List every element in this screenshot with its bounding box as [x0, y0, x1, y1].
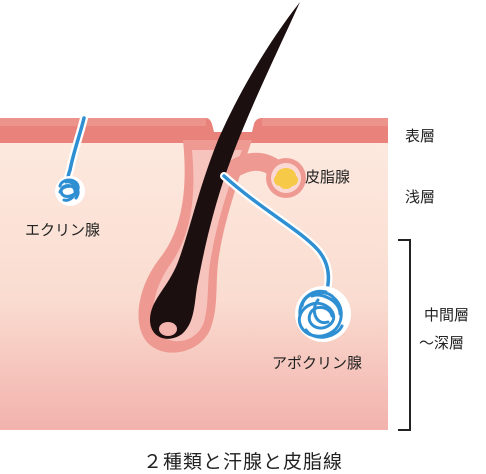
apocrine-duct — [222, 174, 331, 296]
apocrine-coil — [295, 286, 351, 342]
apocrine-gland-label: アポクリン腺 — [272, 354, 363, 372]
epidermis-highlight — [0, 118, 206, 126]
hair-bulb-papilla — [159, 322, 177, 336]
middle-layer-label: 中間層 — [424, 306, 470, 324]
eccrine-gland-label: エクリン腺 — [25, 221, 101, 239]
epidermis-highlight-right — [262, 118, 388, 126]
diagram-caption: ２種類と汗腺と皮脂線 — [142, 451, 343, 473]
epidermis-label: 表層 — [405, 127, 436, 145]
eccrine-coil — [55, 176, 85, 206]
layer-bracket — [398, 239, 411, 431]
sebaceous-gland-label: 皮脂腺 — [305, 168, 351, 186]
sebum-icon — [273, 168, 299, 189]
shallow-layer-label: 浅層 — [405, 188, 436, 206]
hair-shaft — [150, 2, 300, 339]
deep-layer-label: ～深層 — [419, 334, 465, 352]
